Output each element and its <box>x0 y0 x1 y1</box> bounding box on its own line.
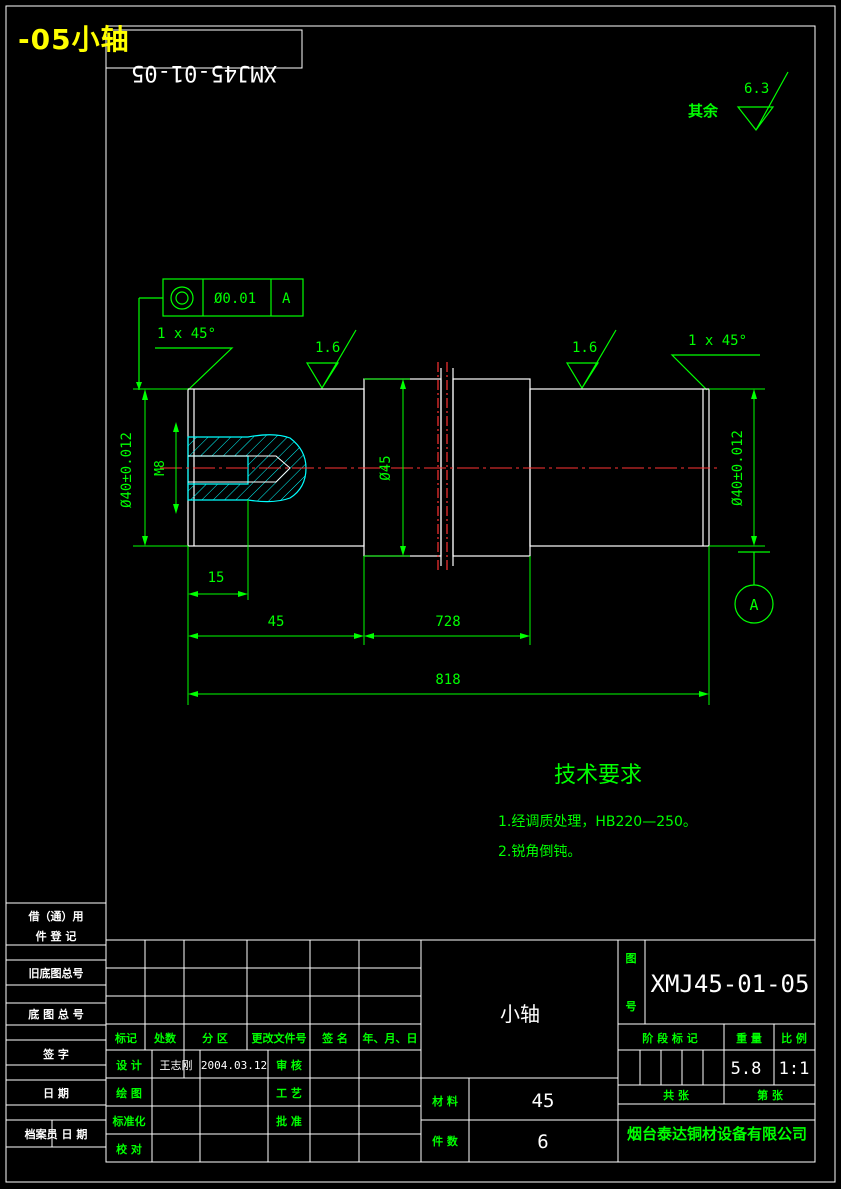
tb-sheet-label: 第 张 <box>757 1088 784 1102</box>
dim-15: 15 <box>208 570 225 586</box>
tb-design-date: 2004.03.12 <box>201 1059 267 1072</box>
strip-row4: 签 字 <box>42 1047 69 1061</box>
tb-weight: 5.8 <box>731 1059 762 1079</box>
tolerance-datum: A <box>282 291 291 307</box>
tb-h-mark: 标记 <box>114 1031 137 1045</box>
thread-hole-bore <box>188 455 291 483</box>
tb-stage-label: 阶 段 标 记 <box>642 1031 698 1045</box>
tb-material-label: 材 料 <box>432 1094 458 1108</box>
tb-dwg-label-2: 号 <box>626 1000 637 1013</box>
dim-thread: M8 <box>153 460 168 476</box>
tb-material: 45 <box>532 1090 555 1112</box>
tech-title: 技术要求 <box>554 763 642 788</box>
surface-right-value: 1.6 <box>572 340 597 356</box>
left-strip-grid <box>5 902 107 1148</box>
chamfer-left-leader <box>155 347 234 391</box>
tb-part-name: 小轴 <box>500 1002 540 1026</box>
title-block-grid <box>105 939 816 1163</box>
dim-818: 818 <box>435 672 460 688</box>
chamfer-right-leader <box>670 354 760 391</box>
roughness-symbol-right <box>565 329 617 390</box>
tb-total-label: 共 张 <box>663 1088 690 1102</box>
tb-h-date: 年、月、日 <box>363 1031 418 1045</box>
strip-row3: 底 图 总 号 <box>28 1007 84 1021</box>
tb-h-zone: 分 区 <box>202 1031 228 1045</box>
tb-h-sign: 签 名 <box>321 1031 348 1045</box>
roughness-symbol-rest <box>736 71 789 131</box>
tb-drawn: 绘 图 <box>116 1086 142 1100</box>
tb-designer: 王志刚 <box>160 1059 193 1072</box>
tb-check: 校 对 <box>116 1142 142 1156</box>
tech-line2: 2.锐角倒钝。 <box>498 844 581 860</box>
dim-728: 728 <box>435 614 460 630</box>
surface-rest-value: 6.3 <box>744 81 769 97</box>
outer-border <box>5 5 836 1183</box>
strip-row1b: 件 登 记 <box>36 929 77 943</box>
dim-45: 45 <box>268 614 285 630</box>
roughness-symbol-left <box>305 329 357 390</box>
dim-dia-left: Ø40±0.012 <box>119 432 135 508</box>
chamfer-right: 1 x 45° <box>688 333 747 349</box>
chamfer-left: 1 x 45° <box>157 326 216 342</box>
tb-company: 烟台泰达铜材设备有限公司 <box>627 1125 807 1143</box>
tb-review: 审 核 <box>276 1058 302 1072</box>
datum-label: A <box>749 596 758 614</box>
tb-dwg-label-1: 图 <box>626 952 637 965</box>
tb-h-qty: 处数 <box>153 1031 177 1045</box>
surface-left-value: 1.6 <box>315 340 340 356</box>
strip-row6: 档案员 日 期 <box>25 1127 88 1141</box>
top-code-box <box>105 29 303 69</box>
strip-row2: 旧底图总号 <box>29 966 84 980</box>
surface-rest-label: 其余 <box>688 102 719 120</box>
tb-h-doc: 更改文件号 <box>252 1031 307 1045</box>
strip-row5: 日 期 <box>43 1086 69 1100</box>
tb-weight-label: 重 量 <box>736 1031 762 1045</box>
tb-count-label: 件 数 <box>432 1134 459 1148</box>
dimension-arrows <box>142 379 757 697</box>
strip-row1a: 借（通）用 <box>28 909 84 923</box>
tb-process: 工 艺 <box>276 1086 302 1100</box>
tb-drawing-no: XMJ45-01-05 <box>651 970 810 998</box>
tech-line1: 1.经调质处理，HB220—250。 <box>498 814 697 830</box>
top-code-mirrored: XMJ45-01-05 <box>131 60 277 85</box>
datum-symbol <box>734 551 774 624</box>
dim-dia-right: Ø40±0.012 <box>730 430 746 506</box>
break-lines <box>437 362 454 572</box>
dim-dia-mid: Ø45 <box>378 455 394 480</box>
tb-count: 6 <box>537 1131 548 1153</box>
tb-design: 设 计 <box>116 1058 142 1072</box>
tolerance-value: Ø0.01 <box>214 291 256 307</box>
tolerance-frame <box>136 278 304 390</box>
tb-approve: 批 准 <box>276 1114 302 1128</box>
overlay-title: -05小轴 <box>18 23 130 56</box>
dimension-lines <box>133 378 765 705</box>
tb-scale: 1:1 <box>779 1059 810 1079</box>
tb-scale-label: 比 例 <box>781 1031 807 1045</box>
tb-standard: 标准化 <box>112 1114 146 1128</box>
